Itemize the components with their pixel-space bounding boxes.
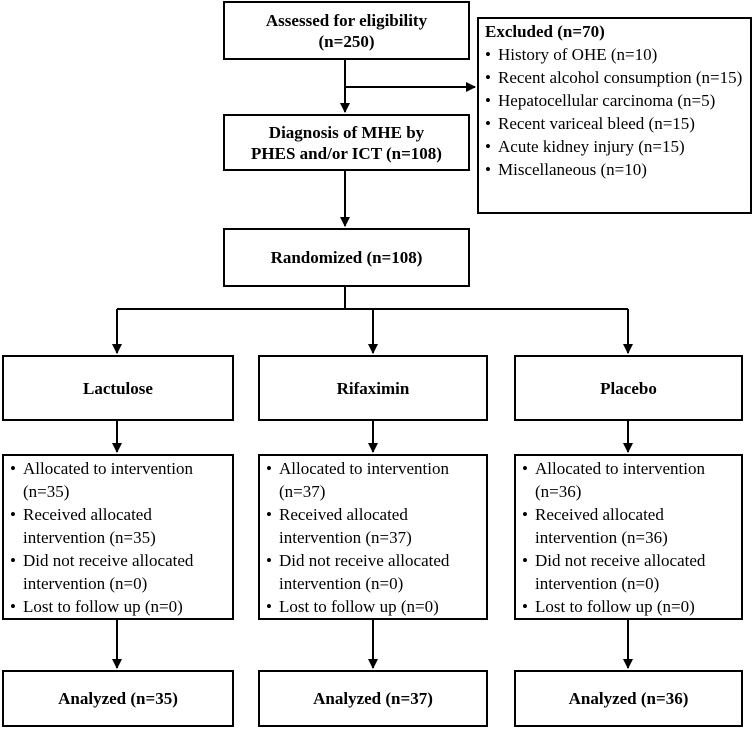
analyzed-box-placebo: Analyzed (n=36) [514, 670, 743, 727]
randomized-box: Randomized (n=108) [223, 228, 470, 287]
assessed-count: (n=250) [318, 31, 375, 51]
arm-box-lactulose: Lactulose [2, 355, 234, 421]
details-item: Did not receive allocated intervention (… [522, 549, 741, 595]
arm-name: Lactulose [83, 378, 153, 398]
excluded-box: Excluded (n=70) History of OHE (n=10) Re… [477, 17, 752, 214]
diagnosis-box: Diagnosis of MHE by PHES and/or ICT (n=1… [223, 114, 470, 171]
excluded-list: History of OHE (n=10) Recent alcohol con… [485, 43, 750, 181]
details-box-lactulose: Allocated to intervention (n=35) Receive… [2, 454, 234, 620]
excluded-item: Hepatocellular carcinoma (n=5) [485, 89, 750, 112]
arm-box-placebo: Placebo [514, 355, 743, 421]
arm-name: Placebo [600, 378, 657, 398]
details-item: Received allocated intervention (n=37) [266, 503, 486, 549]
details-item: Allocated to intervention (n=35) [10, 457, 232, 503]
details-box-placebo: Allocated to intervention (n=36) Receive… [514, 454, 743, 620]
details-item: Did not receive allocated intervention (… [10, 549, 232, 595]
details-item: Received allocated intervention (n=36) [522, 503, 741, 549]
analyzed-box-lactulose: Analyzed (n=35) [2, 670, 234, 727]
assessed-box: Assessed for eligibility (n=250) [223, 1, 470, 60]
excluded-item: Recent variceal bleed (n=15) [485, 112, 750, 135]
arm-name: Rifaximin [336, 378, 410, 398]
details-item: Allocated to intervention (n=36) [522, 457, 741, 503]
details-item: Allocated to intervention (n=37) [266, 457, 486, 503]
details-item: Lost to follow up (n=0) [266, 595, 486, 618]
randomized-label: Randomized (n=108) [270, 248, 423, 267]
diagnosis-line-2: PHES and/or ICT (n=108) [251, 143, 442, 163]
details-item: Lost to follow up (n=0) [10, 595, 232, 618]
arm-box-rifaximin: Rifaximin [258, 355, 488, 421]
details-item: Lost to follow up (n=0) [522, 595, 741, 618]
diagnosis-line-1: Diagnosis of MHE by [268, 122, 425, 142]
details-list: Allocated to intervention (n=37) Receive… [266, 457, 486, 618]
details-list: Allocated to intervention (n=35) Receive… [10, 457, 232, 618]
details-list: Allocated to intervention (n=36) Receive… [522, 457, 741, 618]
excluded-item: History of OHE (n=10) [485, 43, 750, 66]
details-item: Did not receive allocated intervention (… [266, 549, 486, 595]
excluded-item: Acute kidney injury (n=15) [485, 135, 750, 158]
analyzed-box-rifaximin: Analyzed (n=37) [258, 670, 488, 727]
excluded-item: Miscellaneous (n=10) [485, 158, 750, 181]
details-item: Received allocated intervention (n=35) [10, 503, 232, 549]
analyzed-label: Analyzed (n=35) [58, 689, 178, 708]
analyzed-label: Analyzed (n=37) [313, 689, 433, 708]
analyzed-label: Analyzed (n=36) [568, 689, 689, 708]
assessed-label: Assessed for eligibility [265, 10, 428, 30]
details-box-rifaximin: Allocated to intervention (n=37) Receive… [258, 454, 488, 620]
excluded-item: Recent alcohol consumption (n=15) [485, 66, 750, 89]
excluded-title: Excluded (n=70) [485, 22, 605, 41]
